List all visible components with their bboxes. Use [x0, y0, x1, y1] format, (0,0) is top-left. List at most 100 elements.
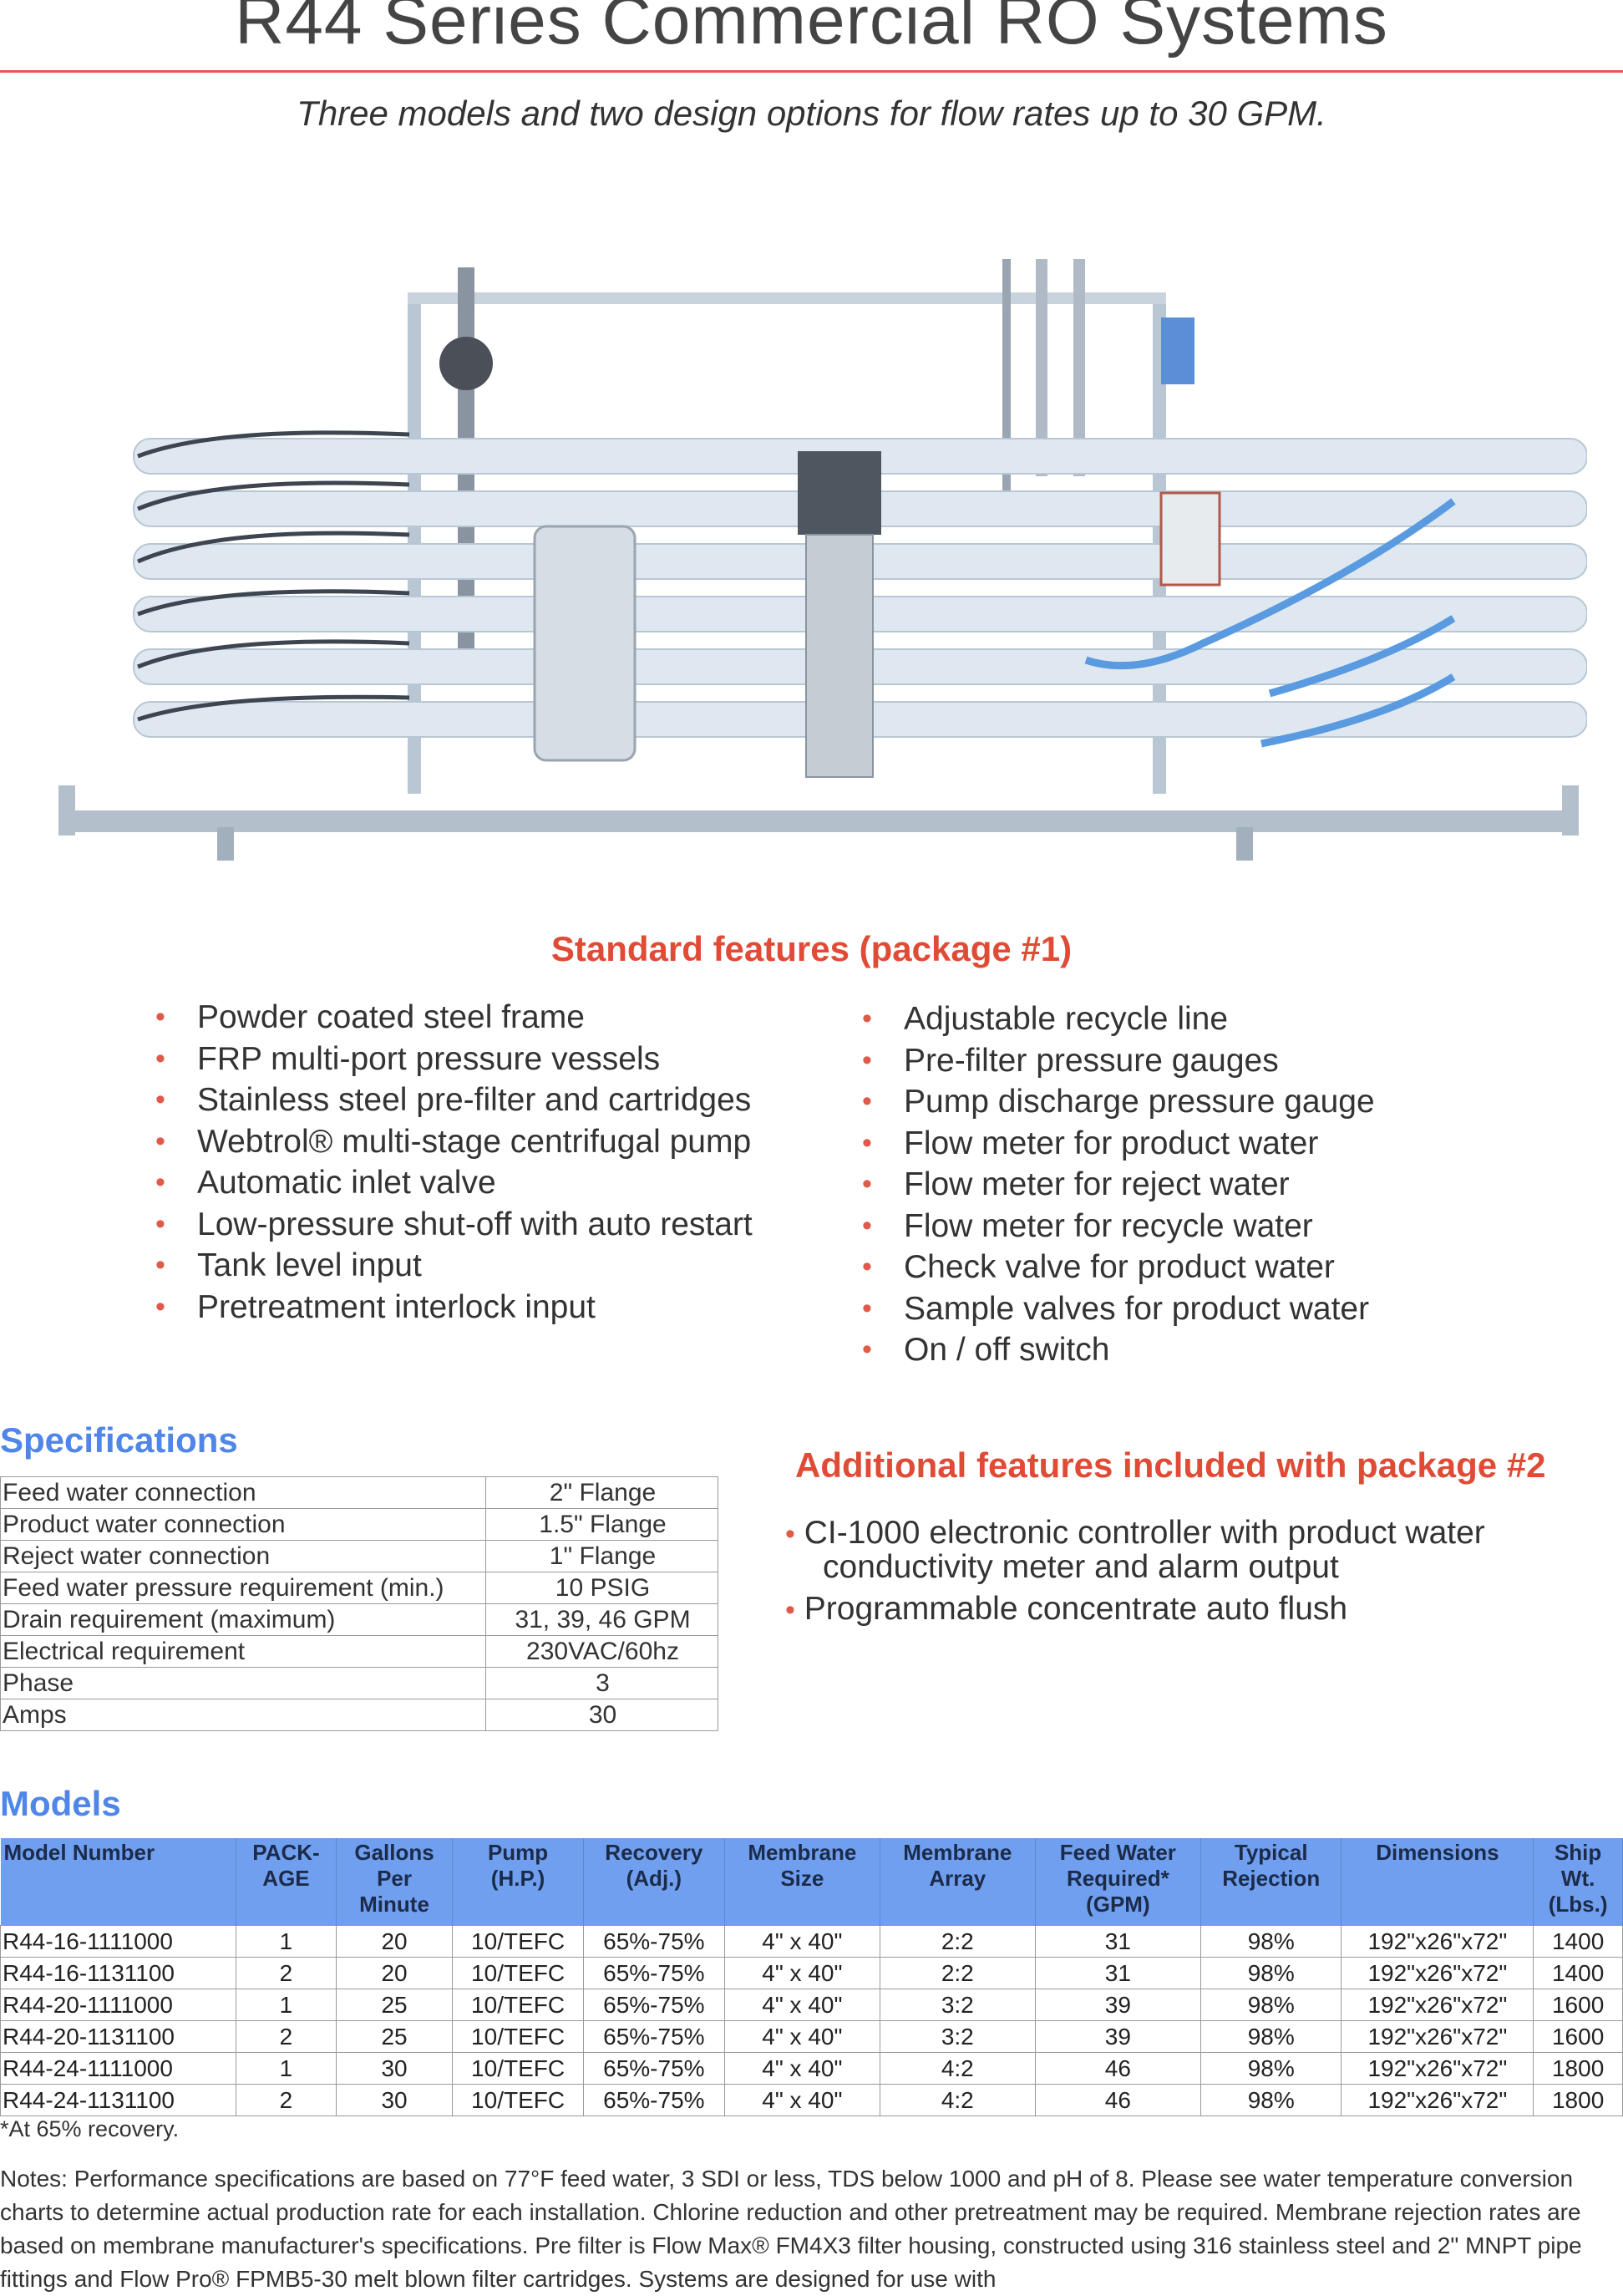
models-column-header: Model Number: [0, 1838, 237, 1926]
spec-label: Feed water connection: [0, 1476, 486, 1509]
table-cell: 192"x26"x72": [1341, 2084, 1534, 2116]
table-cell: 3:2: [879, 1989, 1036, 2021]
feature-item: •FRP multi-port pressure vessels: [155, 1039, 824, 1080]
feature-item: •Flow meter for reject water: [862, 1164, 1614, 1206]
feature-item: •Sample valves for product water: [862, 1288, 1614, 1330]
spec-value: 1" Flange: [485, 1540, 718, 1572]
feature-item: •Pretreatment interlock input: [155, 1287, 824, 1328]
spec-row: Feed water pressure requirement (min.)10…: [0, 1572, 718, 1604]
feature-item: •Automatic inlet valve: [155, 1162, 824, 1204]
spec-value: 31, 39, 46 GPM: [485, 1603, 718, 1636]
table-cell: R44-16-1111000: [0, 1925, 237, 1958]
table-cell: 31: [1034, 1925, 1201, 1958]
notes-paragraph: Notes: Performance specifications are ba…: [0, 2166, 1582, 2292]
table-cell: 65%-75%: [582, 1925, 725, 1958]
spec-label: Amps: [0, 1699, 486, 1731]
bullet-icon: •: [862, 1333, 872, 1365]
table-cell: 98%: [1199, 1989, 1342, 2021]
table-cell: 2:2: [879, 1957, 1036, 1989]
spec-value: 230VAC/60hz: [485, 1635, 718, 1668]
feature-item: •Pump discharge pressure gauge: [862, 1081, 1614, 1123]
table-cell: 65%-75%: [582, 2084, 725, 2116]
table-cell: R44-24-1111000: [0, 2052, 237, 2085]
table-cell: 10/TEFC: [452, 1989, 584, 2021]
spec-label: Feed water pressure requirement (min.): [0, 1572, 486, 1604]
table-cell: 98%: [1199, 2020, 1342, 2053]
table-cell: 10/TEFC: [452, 1925, 584, 1958]
title-divider: [0, 70, 1623, 73]
bullet-icon: •: [785, 1518, 795, 1550]
models-column-header: Membrane Size: [724, 1838, 880, 1926]
bullet-icon: •: [785, 1594, 795, 1626]
table-cell: 20: [335, 1957, 454, 1989]
feature-item: •Webtrol® multi-stage centrifugal pump: [155, 1121, 824, 1163]
table-cell: 192"x26"x72": [1341, 2052, 1534, 2085]
table-cell: 2: [236, 2084, 337, 2116]
table-cell: 46: [1034, 2052, 1201, 2085]
table-cell: 4:2: [879, 2084, 1036, 2116]
feature-item: •Tank level input: [155, 1245, 824, 1287]
table-cell: R44-20-1111000: [0, 1989, 237, 2021]
spec-label: Product water connection: [0, 1508, 486, 1541]
table-cell: 2: [236, 2020, 337, 2053]
table-cell: 4" x 40": [723, 2020, 880, 2053]
bullet-icon: •: [862, 1044, 872, 1076]
table-cell: 1: [236, 2052, 337, 2085]
table-cell: 46: [1034, 2084, 1201, 2116]
ro-system-photo: [58, 259, 1587, 861]
spec-label: Drain requirement (maximum): [0, 1603, 486, 1636]
table-cell: 1400: [1533, 1925, 1623, 1958]
table-cell: 39: [1034, 2020, 1201, 2053]
bullet-icon: •: [862, 1209, 872, 1242]
table-cell: 31: [1034, 1957, 1201, 1989]
table-cell: 20: [335, 1925, 454, 1958]
table-cell: 3:2: [879, 2020, 1036, 2053]
bullet-icon: •: [862, 1003, 872, 1034]
table-cell: 4" x 40": [723, 1957, 880, 1989]
feature-item: •Flow meter for product water: [862, 1123, 1614, 1165]
table-cell: 1: [236, 1989, 337, 2021]
specifications-heading: Specifications: [0, 1420, 238, 1460]
feature-item: •Check valve for product water: [862, 1247, 1614, 1288]
table-cell: 1400: [1533, 1957, 1623, 1989]
table-cell: 65%-75%: [582, 2020, 725, 2053]
models-column-header: Recovery (Adj.): [583, 1838, 725, 1926]
spec-row: Drain requirement (maximum)31, 39, 46 GP…: [0, 1603, 718, 1636]
table-cell: 98%: [1199, 1925, 1342, 1958]
table-cell: 65%-75%: [582, 1989, 725, 2021]
models-column-header: Feed Water Required* (GPM): [1035, 1838, 1201, 1926]
table-cell: 4:2: [879, 2052, 1036, 2085]
table-cell: 10/TEFC: [452, 2052, 584, 2085]
bullet-icon: •: [862, 1251, 872, 1283]
table-cell: 98%: [1199, 1957, 1342, 1989]
table-cell: 192"x26"x72": [1341, 1989, 1534, 2021]
table-cell: 4" x 40": [723, 1989, 880, 2021]
spec-label: Electrical requirement: [0, 1635, 486, 1668]
table-cell: R44-24-1131100: [0, 2084, 237, 2116]
models-column-header: Dimensions: [1341, 1838, 1534, 1926]
table-cell: 10/TEFC: [452, 2084, 584, 2116]
table-cell: 65%-75%: [582, 1957, 725, 1989]
standard-features-heading: Standard features (package #1): [550, 929, 1073, 968]
spec-value: 10 PSIG: [485, 1572, 718, 1604]
models-column-header: Typical Rejection: [1200, 1838, 1342, 1926]
models-column-header: Pump (H.P.): [452, 1838, 584, 1926]
table-cell: 1: [236, 1925, 337, 1958]
bullet-icon: •: [155, 1166, 165, 1198]
bullet-icon: •: [155, 1249, 165, 1281]
table-cell: 192"x26"x72": [1341, 2020, 1534, 2053]
models-footnote: *At 65% recovery.: [0, 2116, 180, 2141]
feature-item: •Flow meter for recycle water: [862, 1206, 1614, 1247]
